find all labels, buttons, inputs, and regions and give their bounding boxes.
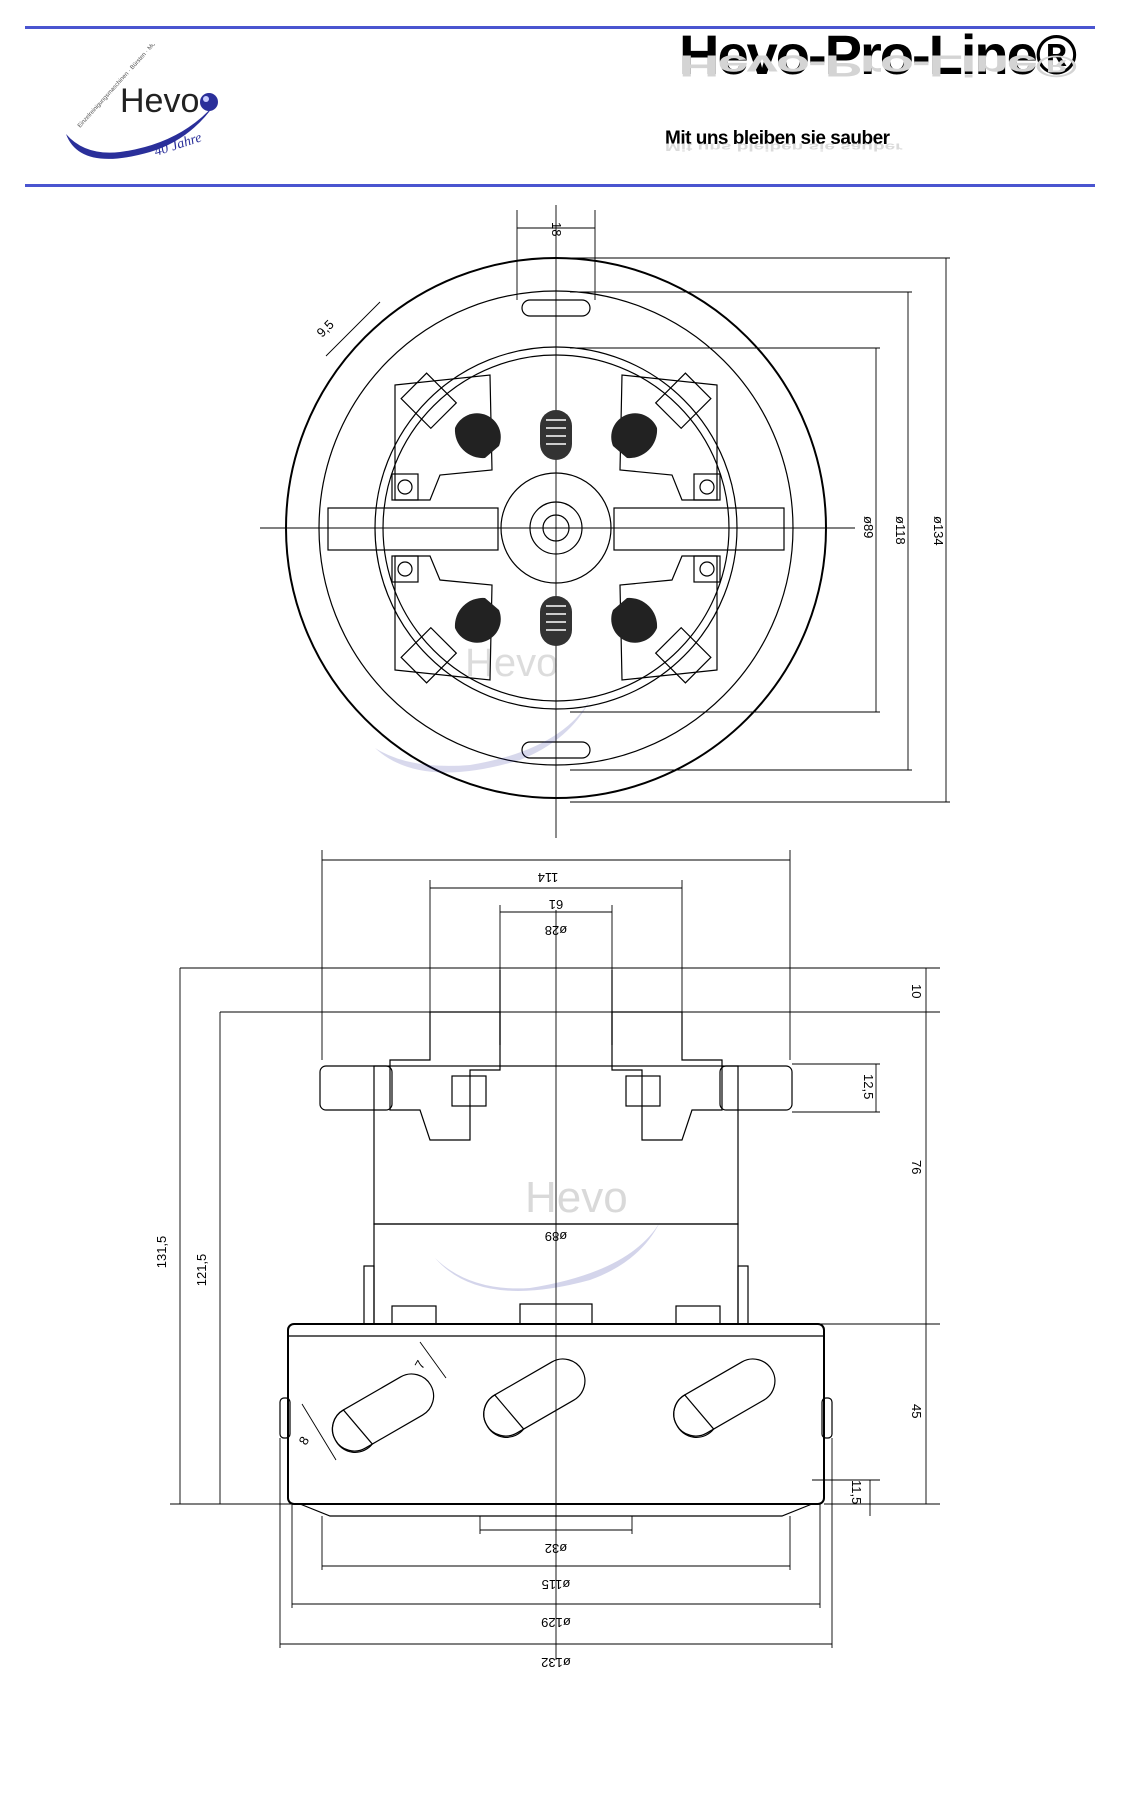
dim-61: 61 <box>549 897 563 912</box>
svg-text:Hevo: Hevo <box>465 641 558 685</box>
screw-left-top <box>391 473 419 501</box>
dim-11-5: 11,5 <box>849 1480 864 1504</box>
hub-ring <box>529 501 583 555</box>
dim-10: 10 <box>909 984 924 998</box>
dim-8: 8 <box>296 1434 313 1448</box>
coil-lower-right <box>611 597 658 643</box>
bottom-slot <box>521 741 591 759</box>
dim-28: ø28 <box>545 923 567 938</box>
dim-129: ø129 <box>541 1615 571 1630</box>
ring-89 <box>374 346 738 710</box>
screw-right-bottom <box>693 555 721 583</box>
ring-89-inner <box>382 354 730 702</box>
brush-tube-left <box>319 1065 393 1111</box>
shaft <box>542 514 570 542</box>
ring-118 <box>318 290 794 766</box>
logo-text: Hevo <box>120 82 199 120</box>
screw-right-top <box>693 473 721 501</box>
hevo-logo: Hevo 40 Jahre Einzelreinigungsmaschinen … <box>66 44 218 160</box>
dim-114: 114 <box>538 870 559 885</box>
brush-holder-left <box>327 507 499 551</box>
header-bottom-rule <box>25 184 1095 187</box>
dim-134: ø134 <box>931 516 946 546</box>
dim-7: 7 <box>412 1358 429 1372</box>
dim-132: ø132 <box>541 1655 571 1670</box>
dim-115: ø115 <box>542 1577 571 1592</box>
dim-118: ø118 <box>893 516 908 545</box>
hub-outer <box>500 472 612 584</box>
top-view: 18 9,5 ø89 ø118 ø134 <box>260 205 950 838</box>
dim-89: ø89 <box>861 516 876 538</box>
watermark-top: Hevo <box>375 641 590 773</box>
coil-lower-left <box>454 597 501 643</box>
top-slot <box>521 299 591 317</box>
brush-tube-right <box>719 1065 793 1111</box>
header-top-rule <box>25 26 1095 29</box>
dim-9-5: 9,5 <box>314 317 337 340</box>
outer-ring-134 <box>285 257 827 799</box>
dim-line-9-5 <box>325 301 381 357</box>
dim-32: ø32 <box>545 1541 567 1556</box>
logo-ball-highlight <box>203 96 209 102</box>
dim-18: 18 <box>549 222 564 236</box>
vent-middle <box>483 1358 586 1437</box>
dim-76: 76 <box>909 1160 924 1174</box>
logo-swoosh <box>66 104 215 159</box>
dim-45: 45 <box>909 1404 924 1418</box>
coil-upper-right <box>611 413 658 459</box>
brush-holder-right <box>613 507 785 551</box>
vent-right <box>673 1358 776 1437</box>
side-view: 114 61 ø28 10 12,5 76 45 11,5 131,5 121, <box>154 850 940 1670</box>
brand-slogan: Mit uns bleiben sie sauber <box>665 128 890 149</box>
brand-title: Hevo-Pro-Line® <box>679 23 1077 86</box>
dim-121-5: 121,5 <box>194 1254 209 1287</box>
tab-lower-left <box>400 372 458 430</box>
screws <box>391 473 721 583</box>
dim-131-5: 131,5 <box>154 1236 169 1269</box>
screw-left-bottom <box>391 555 419 583</box>
dim-line-8 <box>301 1403 337 1461</box>
terminal-right <box>625 1075 661 1107</box>
fan-base-rim <box>299 1503 813 1517</box>
carbon-brush-top <box>540 410 572 460</box>
watermark-side: Hevo <box>435 1173 660 1291</box>
dim-12-5: 12,5 <box>861 1074 876 1099</box>
dim-side-89: ø89 <box>545 1229 567 1244</box>
tab-lower-right <box>654 372 712 430</box>
dim-line-7 <box>419 1341 447 1379</box>
tab-upper-left <box>400 626 458 684</box>
carbon-brush-bottom <box>540 596 572 646</box>
bracket-left <box>389 1011 501 1141</box>
terminal-left <box>451 1075 487 1107</box>
fan-housing <box>287 1323 825 1505</box>
tab-upper-right <box>654 626 712 684</box>
svg-text:Hevo: Hevo <box>525 1173 628 1222</box>
bracket-right <box>611 1011 723 1141</box>
vent-left <box>331 1373 435 1452</box>
exhaust-vents <box>331 1358 776 1453</box>
coil-upper-left <box>454 413 501 459</box>
